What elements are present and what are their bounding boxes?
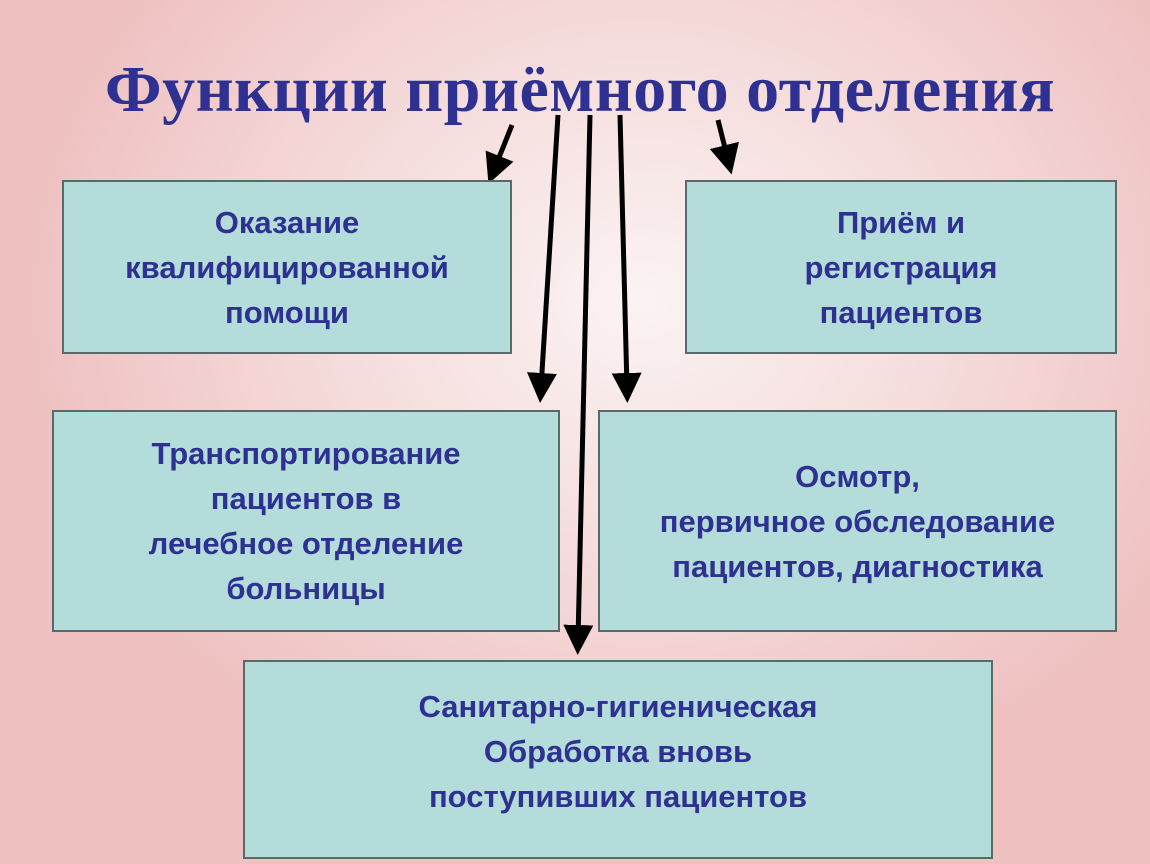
box-line: Приём и: [836, 204, 966, 240]
box-line: Транспортирование: [151, 436, 461, 471]
box-qualified-care: Оказание квалифицированной помощи: [62, 180, 512, 354]
box-registration: Приём и регистрация пациентов: [685, 180, 1117, 354]
arrow-to-sanitary: [563, 114, 594, 655]
box-examination: Осмотр, первичное обследование пациентов…: [598, 410, 1117, 632]
box-line: пациентов в: [210, 481, 402, 516]
arrow-to-registration: [709, 119, 739, 175]
arrow-to-transport: [526, 114, 561, 403]
box-transport: Транспортирование пациентов в лечебное о…: [52, 410, 560, 632]
box-line: регистрация: [804, 249, 998, 285]
box-line: Оказание: [214, 204, 360, 240]
box-line: Осмотр,: [795, 458, 920, 494]
box-line: Санитарно-гигиеническая: [418, 689, 818, 724]
box-line: лечебное отделение: [148, 526, 464, 561]
box-line: пациентов: [819, 294, 983, 330]
box-line: поступивших пациентов: [428, 779, 808, 814]
box-line: квалифицированной: [125, 249, 449, 285]
arrow-to-exam: [611, 114, 642, 403]
box-line: помощи: [225, 294, 349, 330]
box-line: пациентов, диагностика: [672, 548, 1043, 584]
arrow-to-care: [485, 124, 515, 184]
box-sanitary: Санитарно-гигиеническая Обработка вновь …: [243, 660, 993, 859]
box-line: первичное обследование: [659, 503, 1056, 539]
box-line: больницы: [226, 571, 386, 606]
box-line: Обработка вновь: [483, 734, 753, 769]
slide-title: Функции приёмного отделения: [104, 53, 1056, 126]
